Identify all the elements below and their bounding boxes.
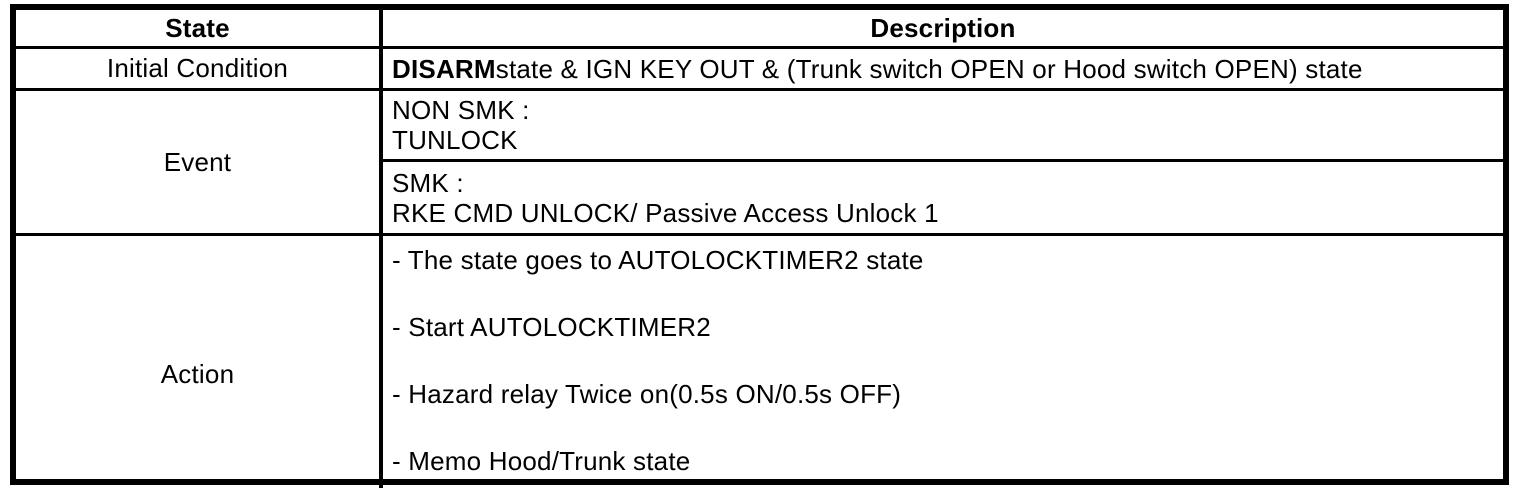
- header-cell-state: State: [16, 10, 383, 46]
- event-non-smk-line1: NON SMK :: [392, 95, 530, 125]
- initial-condition-description: DISARMstate & IGN KEY OUT & (Trunk switc…: [392, 54, 1363, 84]
- action-label: Action: [160, 359, 235, 389]
- event-description-cell: NON SMK : TUNLOCK SMK : RKE CMD UNLOCK/ …: [383, 91, 1503, 233]
- state-description-table: State Description Initial Condition DISA…: [10, 4, 1509, 488]
- initial-condition-label-cell: Initial Condition: [16, 49, 383, 88]
- action-label-cell: Action: [16, 236, 383, 488]
- header-cell-description: Description: [383, 10, 1503, 46]
- action-description-cell: - The state goes to AUTOLOCKTIMER2 state…: [383, 236, 1503, 488]
- initial-condition-description-rest: state & IGN KEY OUT & (Trunk switch OPEN…: [495, 53, 1363, 84]
- initial-condition-description-bold: DISARM: [392, 53, 496, 84]
- table-row-action: Action - The state goes to AUTOLOCKTIMER…: [16, 236, 1503, 488]
- table-row-event: Event NON SMK : TUNLOCK SMK : RKE CMD UN…: [16, 91, 1503, 236]
- header-description-label: Description: [870, 12, 1016, 43]
- event-smk-line2: RKE CMD UNLOCK/ Passive Access Unlock 1: [392, 197, 939, 228]
- header-state-label: State: [165, 12, 230, 43]
- initial-condition-description-cell: DISARMstate & IGN KEY OUT & (Trunk switc…: [383, 49, 1503, 88]
- event-label-cell: Event: [16, 91, 383, 233]
- action-item: - Memo Hood/Trunk state: [392, 446, 691, 476]
- initial-condition-label: Initial Condition: [106, 53, 289, 83]
- event-non-smk-line2: TUNLOCK: [392, 125, 518, 155]
- event-label: Event: [163, 146, 232, 177]
- action-item: - The state goes to AUTOLOCKTIMER2 state: [392, 245, 924, 275]
- action-item: - Start AUTOLOCKTIMER2: [392, 312, 711, 342]
- event-smk-cell: SMK : RKE CMD UNLOCK/ Passive Access Unl…: [383, 162, 1503, 233]
- event-smk-line1: SMK :: [392, 167, 464, 198]
- table-row-initial-condition: Initial Condition DISARMstate & IGN KEY …: [16, 49, 1503, 91]
- event-non-smk-cell: NON SMK : TUNLOCK: [383, 91, 1503, 162]
- table-header-row: State Description: [16, 10, 1503, 49]
- action-item: - Hazard relay Twice on(0.5s ON/0.5s OFF…: [392, 379, 902, 409]
